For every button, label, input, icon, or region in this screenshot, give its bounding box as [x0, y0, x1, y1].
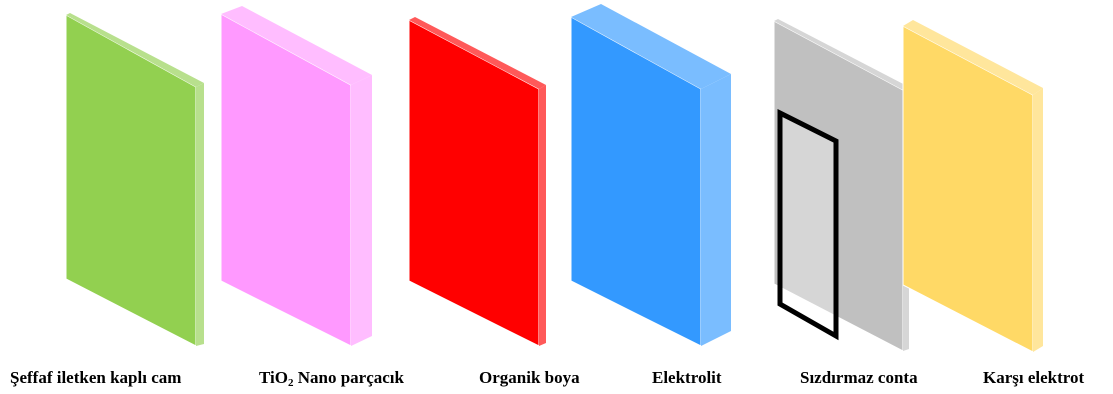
counter-side-face	[1033, 88, 1043, 352]
glass-layer	[65, 13, 204, 347]
dye-front-face	[408, 19, 540, 347]
tio2-top-face	[221, 6, 372, 85]
gasket-frame	[777, 108, 839, 341]
glass-top-face	[66, 13, 204, 87]
label-tio2: TiO2 Nano parçacık	[259, 368, 404, 393]
label-glass: Şeffaf iletken kaplı cam	[10, 368, 182, 387]
glass-front-face	[65, 14, 197, 347]
label-gasket: Sızdırmaz conta	[800, 368, 918, 387]
tio2-side-face	[351, 75, 372, 346]
tio2-layer	[220, 6, 372, 347]
dye-top-face	[409, 17, 546, 89]
label-dye: Organik boya	[479, 368, 580, 387]
electrolyte-side-face	[701, 74, 731, 346]
label-tio2-rest: Nano parçacık	[293, 368, 404, 387]
label-counter: Karşı elektrot	[983, 368, 1085, 387]
gasket-window	[780, 113, 836, 336]
counter-top-face	[903, 20, 1043, 95]
gasket-top-face	[774, 19, 909, 90]
label-tio2-sub: 2	[287, 377, 294, 389]
glass-side-face	[196, 83, 204, 346]
gasket-layer	[773, 19, 909, 352]
counter-electrode-layer	[902, 20, 1043, 353]
label-electrolyte: Elektrolit	[652, 368, 722, 387]
dye-layer	[408, 17, 546, 347]
electrolyte-layer	[570, 4, 731, 347]
label-tio2-main: TiO	[259, 368, 288, 387]
electrolyte-top-face	[571, 4, 731, 89]
dye-side-face	[539, 85, 546, 346]
